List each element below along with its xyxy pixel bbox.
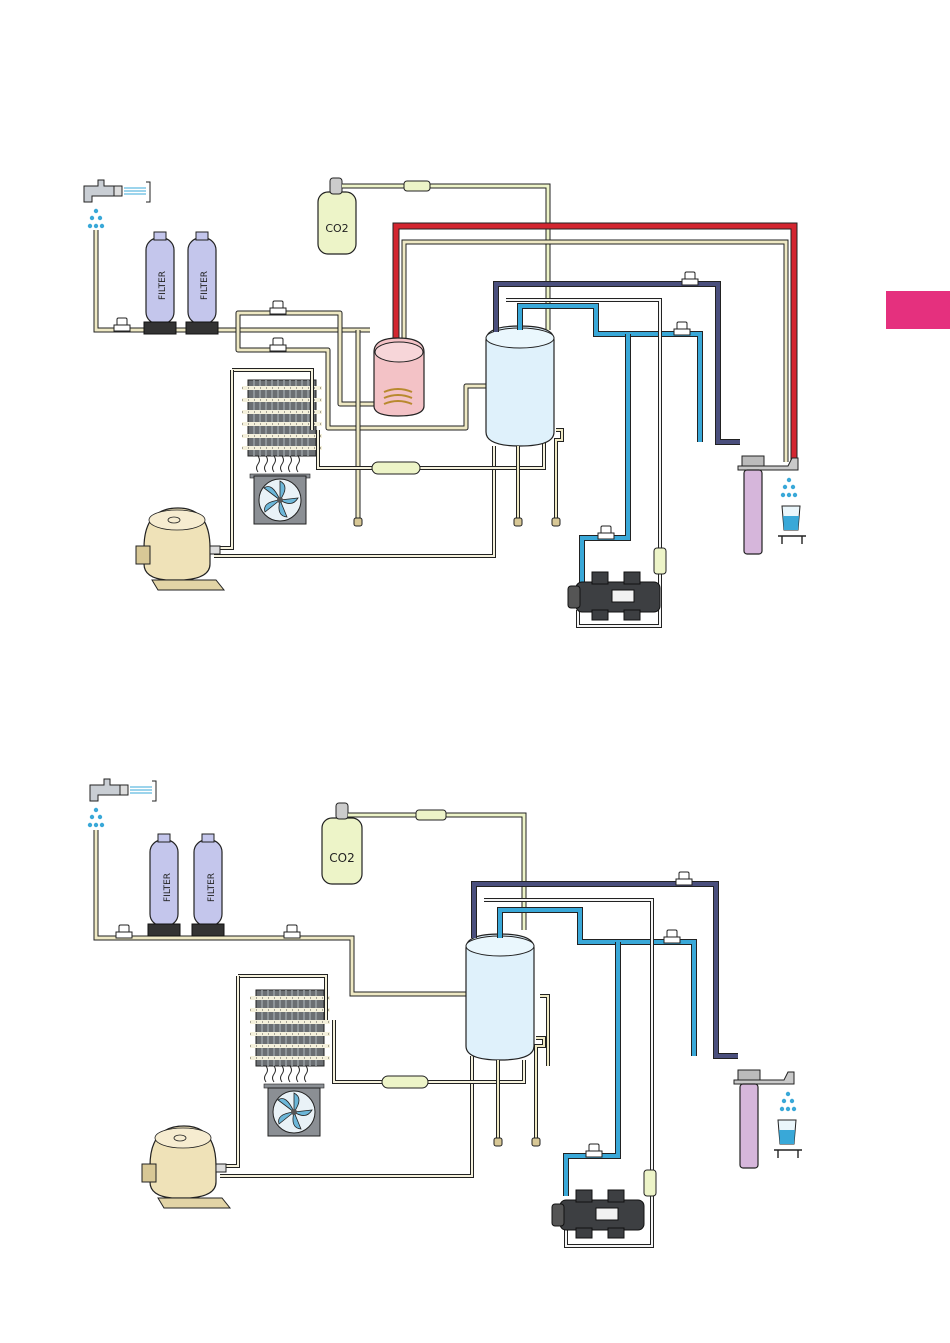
filter-label-4: FILTER bbox=[207, 873, 217, 902]
drain-nut-3 bbox=[552, 518, 560, 526]
check-valve-2 bbox=[644, 1170, 656, 1196]
water-drops-icon bbox=[88, 209, 104, 228]
drain-nut-1 bbox=[354, 518, 362, 526]
drain-nut-5 bbox=[532, 1138, 540, 1146]
water-drops-icon-2 bbox=[88, 808, 104, 827]
dispense-drops-icon-2 bbox=[780, 1092, 796, 1111]
drier-filter bbox=[372, 462, 420, 474]
valve-cold bbox=[674, 322, 690, 335]
drain-nut-4 bbox=[494, 1138, 502, 1146]
uv-sterilizer-2 bbox=[734, 1070, 802, 1168]
valve-soda bbox=[682, 272, 698, 285]
cooling-fan-icon-2 bbox=[268, 1088, 320, 1136]
condenser-coil-2 bbox=[250, 990, 330, 1066]
compressor-2 bbox=[142, 1126, 230, 1208]
check-valve bbox=[654, 548, 666, 574]
cold-water-tank-2 bbox=[466, 934, 534, 1060]
valve-pump bbox=[598, 526, 614, 539]
inlet-valve-icon bbox=[114, 318, 130, 331]
tap-faucet-icon bbox=[84, 180, 150, 202]
co2-regulator bbox=[404, 181, 430, 191]
cooling-fan-icon bbox=[254, 476, 306, 524]
valve-soda-2 bbox=[676, 872, 692, 885]
dispense-drops-icon bbox=[781, 478, 797, 497]
filter-label-1: FILTER bbox=[158, 271, 168, 300]
valve-pump-2 bbox=[586, 1144, 602, 1157]
co2-label: CO2 bbox=[325, 222, 348, 235]
drain-nut-2 bbox=[514, 518, 522, 526]
heat-waves-icon bbox=[257, 456, 300, 472]
inlet-valve-2 bbox=[116, 925, 132, 938]
tap-faucet-icon-2 bbox=[90, 779, 156, 801]
co2-regulator-2 bbox=[416, 810, 446, 820]
diagram-hot-cold-soda: FILTER FILTER CO2 bbox=[84, 178, 806, 626]
filter-label-3: FILTER bbox=[163, 873, 173, 902]
filter-label-2: FILTER bbox=[200, 271, 210, 300]
valve-cold-2 bbox=[664, 930, 680, 943]
hot-water-heater bbox=[374, 338, 424, 416]
valve-hot-branch bbox=[270, 301, 286, 314]
co2-tank: CO2 bbox=[318, 178, 356, 254]
heat-waves-icon-2 bbox=[265, 1066, 308, 1082]
uv-sterilizer bbox=[738, 456, 806, 554]
valve-branch-2 bbox=[284, 925, 300, 938]
diagram-cold-soda: FILTER FILTER CO2 bbox=[88, 779, 802, 1246]
co2-label-2: CO2 bbox=[329, 851, 354, 865]
valve-cold-branch bbox=[270, 338, 286, 351]
compressor bbox=[136, 508, 224, 590]
cold-water-tank bbox=[486, 326, 554, 446]
drier-filter-2 bbox=[382, 1076, 428, 1088]
